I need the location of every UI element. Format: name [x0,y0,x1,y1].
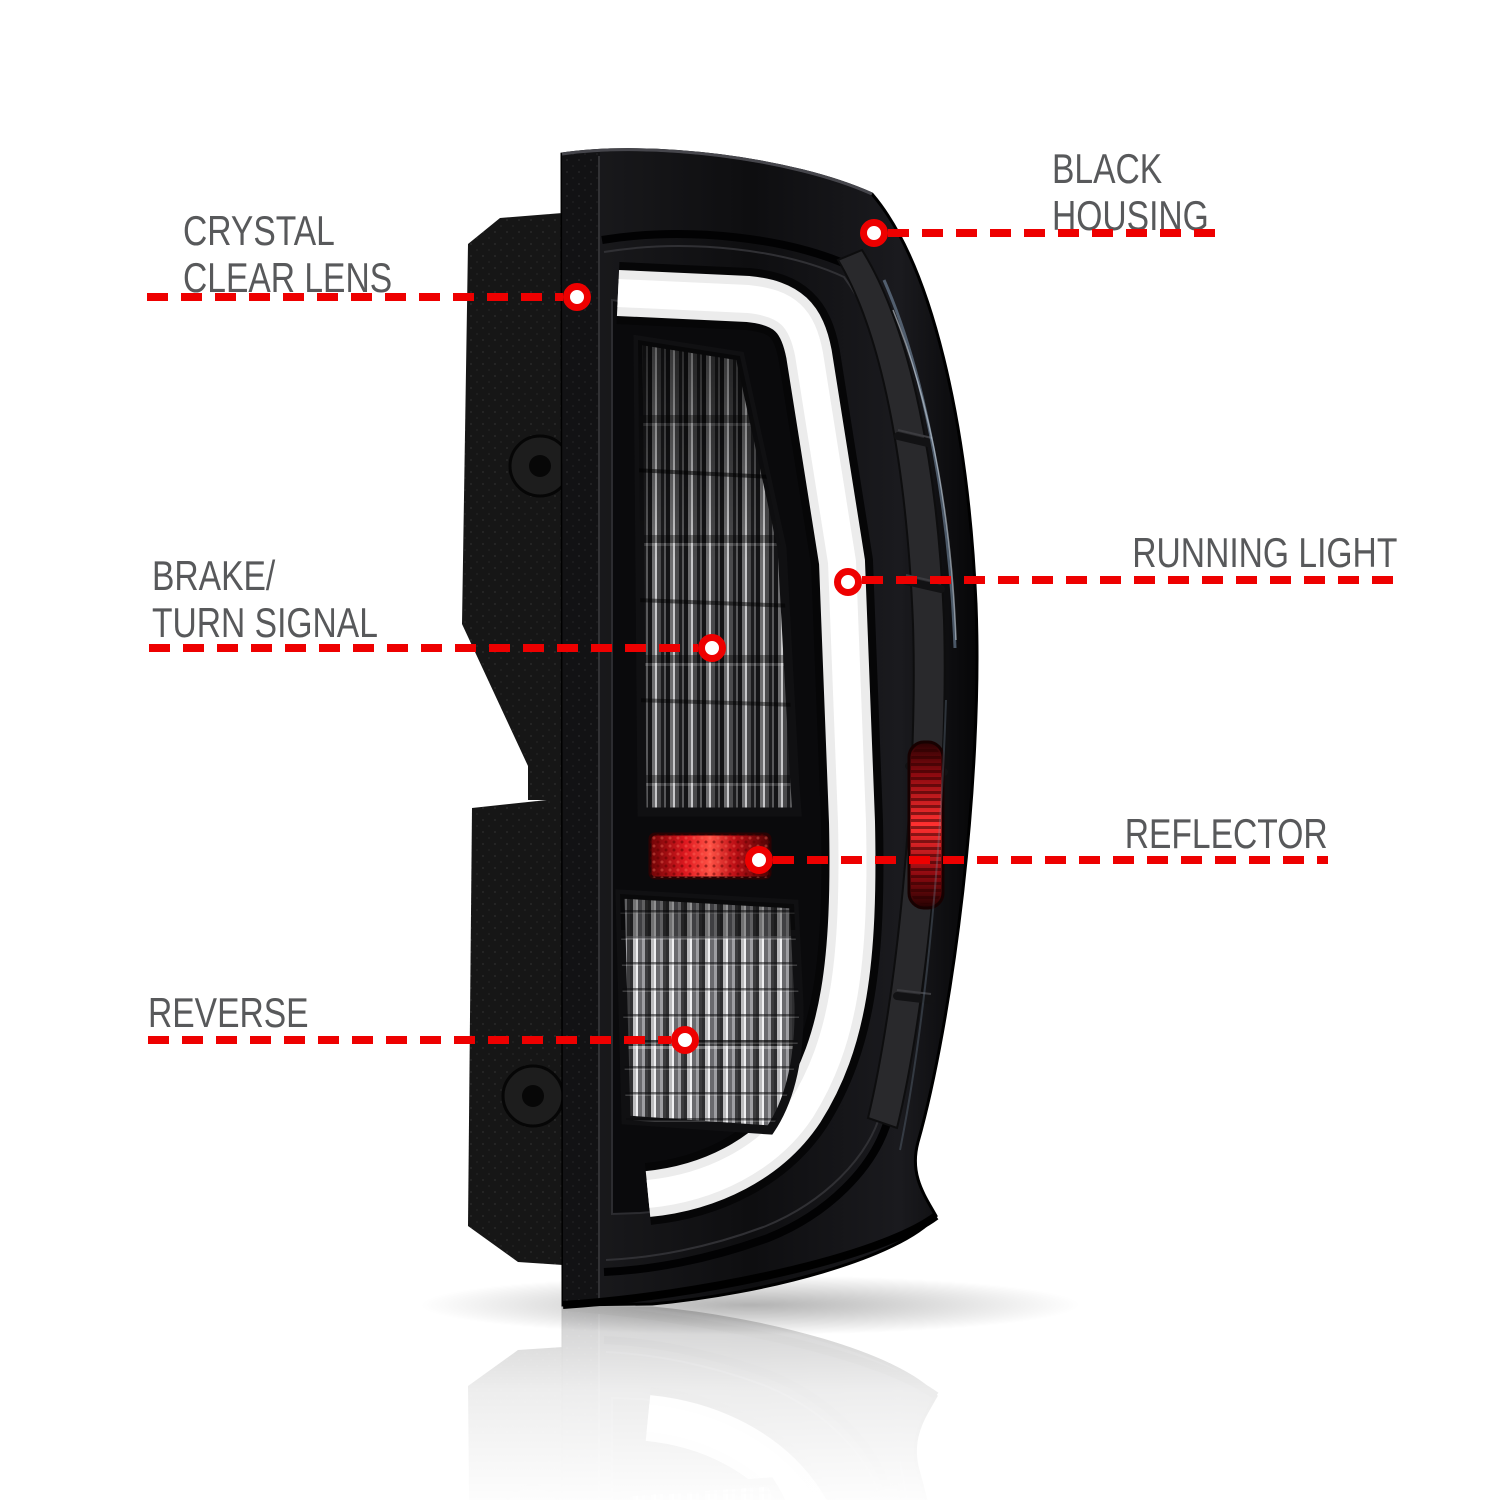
marker-black-housing [860,219,888,247]
label-line: BLACK [1052,145,1163,192]
label-reverse: REVERSE [148,989,309,1036]
label-line: RUNNING LIGHT [1131,529,1397,576]
marker-reverse [671,1026,699,1054]
leader-line-black-housing [888,229,1216,237]
label-line: CRYSTAL [183,207,335,254]
label-line: BRAKE/ [152,552,276,599]
marker-running-light [834,568,862,596]
label-reflector: REFLECTOR [1125,810,1328,857]
label-brake-turn-signal: BRAKE/ TURN SIGNAL [152,552,378,646]
label-line: REVERSE [148,989,309,1036]
leader-line-brake-turn-signal [149,644,698,652]
label-black-housing: BLACK HOUSING [1052,145,1209,239]
label-line: TURN SIGNAL [152,599,378,646]
marker-reflector [745,846,773,874]
leader-line-reverse [148,1036,671,1044]
marker-brake-turn-signal [698,634,726,662]
label-running-light: RUNNING LIGHT [1132,529,1397,576]
label-line: REFLECTOR [1125,810,1328,857]
leader-line-crystal-clear-lens [147,293,563,301]
leader-line-running-light [862,576,1397,584]
label-crystal-clear-lens: CRYSTAL CLEAR LENS [183,207,392,301]
leader-line-reflector [773,856,1328,864]
marker-crystal-clear-lens [563,283,591,311]
